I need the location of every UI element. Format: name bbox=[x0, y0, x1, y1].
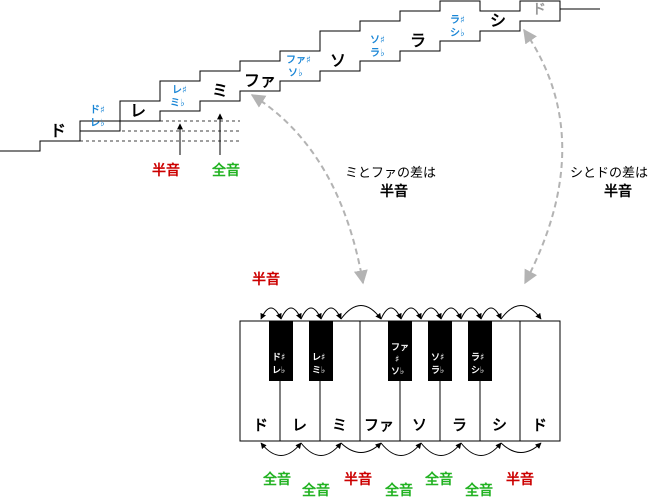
white-key-mi: ミ bbox=[332, 416, 347, 434]
svg-text:ド♯: ド♯ bbox=[272, 352, 285, 363]
black-key-so-sharp: ソ♯ ラ♭ bbox=[428, 321, 452, 381]
white-key-ra: ラ bbox=[452, 416, 467, 434]
bottom-label-3: 半音 bbox=[344, 471, 372, 488]
callout-si-do: シとドの差は 半音 bbox=[523, 28, 648, 285]
white-key-re: レ bbox=[292, 416, 307, 434]
accidental-re-sharp: レ♯ ミ♭ bbox=[170, 85, 187, 109]
black-key-re-sharp: レ♯ ミ♭ bbox=[309, 321, 333, 381]
bottom-label-1: 全音 bbox=[262, 471, 291, 488]
svg-text:シ♭: シ♭ bbox=[471, 365, 484, 376]
bottom-label-2: 全音 bbox=[301, 482, 330, 499]
svg-text:ソ♭: ソ♭ bbox=[391, 366, 404, 377]
svg-text:ファ♯: ファ♯ bbox=[286, 54, 311, 66]
keyboard-top-half-label: 半音 bbox=[252, 271, 280, 288]
svg-text:半音: 半音 bbox=[604, 183, 632, 200]
white-key-do: ド bbox=[253, 416, 268, 434]
svg-text:ド♯: ド♯ bbox=[90, 104, 105, 116]
svg-text:ミとファの差は: ミとファの差は bbox=[345, 166, 436, 181]
svg-text:ミ♭: ミ♭ bbox=[170, 97, 185, 109]
svg-text:ラ♯: ラ♯ bbox=[471, 352, 484, 363]
bottom-label-5: 全音 bbox=[424, 471, 453, 488]
staircase-outline bbox=[0, 0, 600, 152]
svg-text:♯: ♯ bbox=[395, 355, 399, 365]
callout-mi-fa: ミとファの差は 半音 bbox=[250, 94, 436, 285]
svg-text:ソ♯: ソ♯ bbox=[370, 35, 385, 46]
white-key-si: シ bbox=[492, 416, 507, 434]
svg-text:シとドの差は: シとドの差は bbox=[570, 166, 648, 181]
black-key-ra-sharp: ラ♯ シ♭ bbox=[468, 321, 492, 381]
accidental-ra-sharp: ラ♯ シ♭ bbox=[450, 14, 465, 39]
bottom-label-4: 全音 bbox=[384, 482, 413, 499]
svg-text:ラ♯: ラ♯ bbox=[450, 14, 465, 26]
keyboard: ド レ ミ ファ ソ ラ シ ド ド♯ レ♭ レ♯ ミ♭ ファ ♯ ソ♭ ソ♯ … bbox=[239, 271, 561, 499]
bottom-label-6: 全音 bbox=[464, 482, 493, 499]
step-so: ソ bbox=[330, 51, 346, 70]
step-re: レ bbox=[130, 101, 146, 120]
svg-text:ソ♯: ソ♯ bbox=[431, 352, 444, 363]
accidental-so-sharp: ソ♯ ラ♭ bbox=[370, 35, 385, 59]
staircase-whole-step-label: 全音 bbox=[211, 162, 240, 179]
svg-text:レ♭: レ♭ bbox=[272, 365, 285, 376]
svg-text:ファ: ファ bbox=[391, 343, 409, 353]
step-mi: ミ bbox=[212, 81, 228, 100]
staircase-half-step-label: 半音 bbox=[152, 162, 180, 179]
svg-text:ソ♭: ソ♭ bbox=[288, 68, 303, 79]
step-si: シ bbox=[490, 11, 506, 30]
svg-text:ラ♭: ラ♭ bbox=[370, 47, 385, 59]
svg-text:レ♯: レ♯ bbox=[312, 352, 325, 363]
svg-text:ミ♭: ミ♭ bbox=[312, 365, 325, 376]
bottom-label-7: 半音 bbox=[506, 471, 534, 488]
black-key-fa-sharp: ファ ♯ ソ♭ bbox=[388, 321, 412, 381]
svg-text:半音: 半音 bbox=[380, 183, 408, 200]
semitone-arcs-top bbox=[260, 305, 542, 320]
accidental-fa-sharp: ファ♯ ソ♭ bbox=[286, 54, 311, 79]
black-key-do-sharp: ド♯ レ♭ bbox=[269, 321, 293, 381]
step-do-octave: ド bbox=[532, 2, 546, 18]
svg-text:レ♭: レ♭ bbox=[90, 118, 105, 129]
step-ra: ラ bbox=[410, 31, 426, 50]
staircase: ド レ ミ ファ ソ ラ シ ド ド♯ レ♭ レ♯ ミ♭ ファ♯ ソ♭ ソ♯ ラ… bbox=[0, 0, 600, 179]
svg-text:ラ♭: ラ♭ bbox=[431, 365, 444, 376]
white-key-so: ソ bbox=[412, 416, 427, 434]
step-arcs-bottom bbox=[260, 442, 542, 456]
step-fa: ファ bbox=[244, 71, 276, 90]
step-do: ド bbox=[50, 121, 66, 140]
accidental-do-sharp: ド♯ レ♭ bbox=[90, 104, 105, 129]
white-key-do-high: ド bbox=[532, 416, 547, 434]
white-key-fa: ファ bbox=[364, 416, 394, 434]
svg-text:シ♭: シ♭ bbox=[450, 27, 465, 39]
svg-text:レ♯: レ♯ bbox=[172, 85, 187, 96]
